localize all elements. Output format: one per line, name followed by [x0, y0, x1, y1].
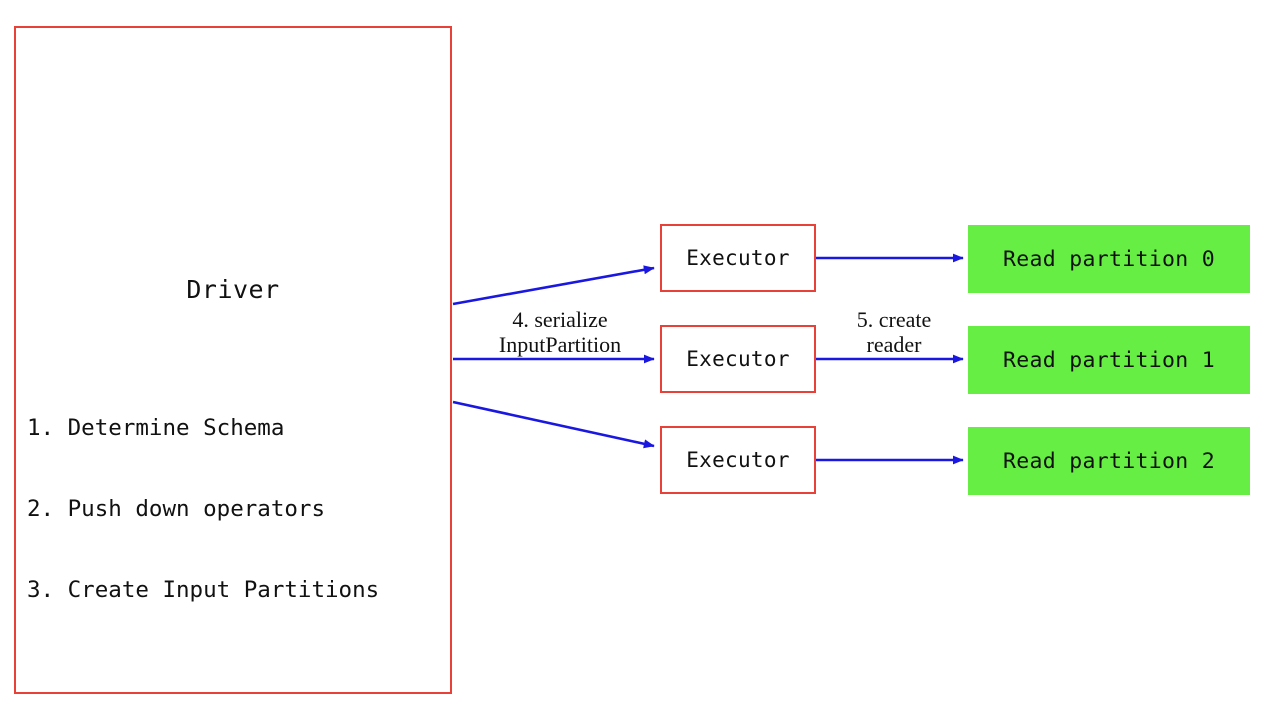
arrow-label-create-line1: 5. create: [856, 307, 932, 332]
arrow-label-create-reader: 5. create reader: [824, 307, 964, 357]
read-partition-box-1: Read partition 1: [968, 326, 1250, 394]
driver-step-3: 3. Create Input Partitions: [27, 577, 380, 603]
arrow-label-serialize-line2: InputPartition: [498, 332, 622, 357]
executor-label-3: Executor: [686, 448, 790, 472]
read-partition-box-2: Read partition 2: [968, 427, 1250, 495]
driver-steps-list: 1. Determine Schema 2. Push down operato…: [27, 361, 379, 658]
read-partition-label-2: Read partition 2: [1003, 448, 1215, 474]
read-partition-label-0: Read partition 0: [1003, 246, 1215, 272]
driver-box: [14, 26, 452, 694]
read-partition-label-1: Read partition 1: [1003, 347, 1215, 373]
driver-step-1: 1. Determine Schema: [27, 415, 285, 441]
arrow-driver-to-executor-1: [452, 265, 655, 306]
arrow-driver-to-executor-3: [452, 400, 655, 449]
arrow-label-serialize-line1: 4. serialize: [512, 307, 608, 332]
driver-step-2: 2. Push down operators: [27, 496, 326, 522]
executor-label-1: Executor: [686, 246, 790, 270]
executor-box-1: Executor: [660, 224, 816, 292]
executor-box-3: Executor: [660, 426, 816, 494]
executor-box-2: Executor: [660, 325, 816, 393]
arrow-label-serialize-inputpartition: 4. serialize InputPartition: [460, 307, 660, 357]
arrow-label-create-line2: reader: [866, 332, 922, 357]
read-partition-box-0: Read partition 0: [968, 225, 1250, 293]
executor-label-2: Executor: [686, 347, 790, 371]
driver-title: Driver: [186, 275, 280, 304]
